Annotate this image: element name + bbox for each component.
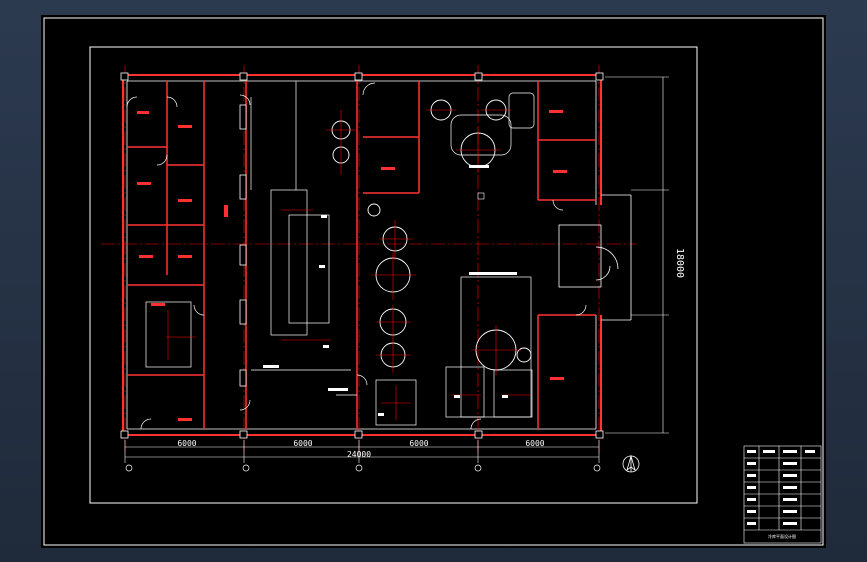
grid-axis-bubbles xyxy=(125,464,601,472)
bottom-dimension-line xyxy=(124,440,600,463)
title-block-caption: 冷库平面设计图 xyxy=(768,533,796,539)
dimension-label: 24000 xyxy=(347,450,371,459)
north-arrow-icon xyxy=(622,454,640,473)
floor-plan-drawing: 6000 6000 24000 6000 6000 18000 冷库平面设 xyxy=(43,17,824,546)
doors xyxy=(126,82,587,430)
equipment-tags xyxy=(263,165,517,416)
dimension-label: 6000 xyxy=(177,439,196,448)
room-labels xyxy=(137,110,567,421)
outer-walls xyxy=(122,74,602,436)
axis-lines xyxy=(101,65,636,455)
vertical-dimension-label: 18000 xyxy=(674,248,685,278)
title-block xyxy=(743,445,822,544)
cad-viewport[interactable]: 6000 6000 24000 6000 6000 18000 冷库平面设 xyxy=(41,15,826,548)
tank-centerlines xyxy=(166,109,531,420)
dimension-label: 6000 xyxy=(293,439,312,448)
tanks xyxy=(331,99,532,371)
right-dimension-line xyxy=(605,76,669,434)
equipment-outlines xyxy=(145,81,535,426)
structural-columns xyxy=(120,72,604,439)
dimension-label: 6000 xyxy=(409,439,428,448)
interior-walls xyxy=(127,81,596,429)
outer-wall-inner-lines xyxy=(126,80,597,430)
sheet-outer-border xyxy=(43,17,824,546)
sheet-inner-border xyxy=(89,46,698,504)
title-block-fill xyxy=(747,450,815,525)
dimension-label: 6000 xyxy=(525,439,544,448)
entrance-vestibule xyxy=(558,194,632,321)
